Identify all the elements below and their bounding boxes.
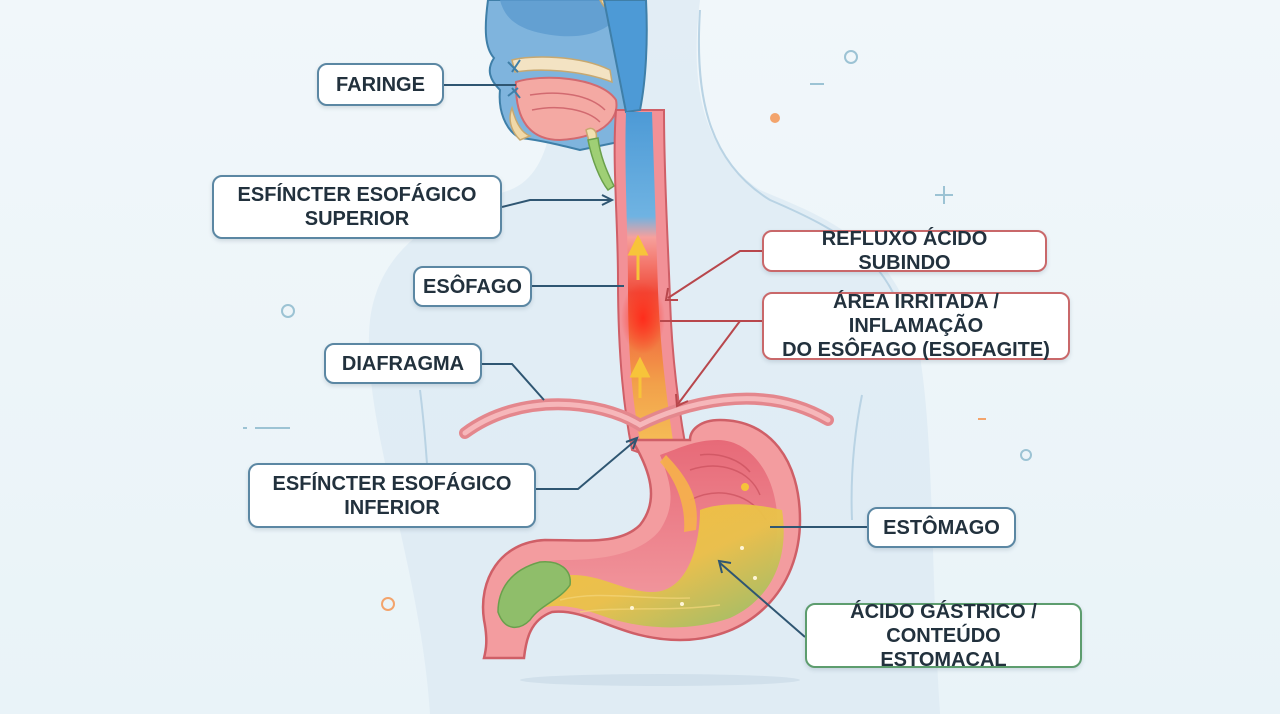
deco-circle [844,50,858,64]
reflux-arrows [627,234,651,398]
leader-inflamacao-2 [677,320,741,405]
label-faringe: FARINGE [317,63,444,106]
leader-eei [536,439,637,490]
leader-refluxo [667,250,762,299]
label-esfincter-superior: ESFÍNCTER ESOFÁGICO SUPERIOR [212,175,502,239]
leader-lines [444,84,867,638]
label-diafragma: DIAFRAGMA [324,343,482,384]
leader-ees [501,199,610,208]
label-refluxo: REFLUXO ÁCIDO SUBINDO [762,228,1047,274]
label-esfincter-inferior: ESFÍNCTER ESOFÁGICO INFERIOR [248,463,536,528]
deco-circle [381,597,395,611]
label-estomago: ESTÔMAGO [867,507,1016,548]
deco-plus [935,186,953,204]
leader-acido [719,562,806,638]
label-esofago: ESÔFAGO [413,266,532,307]
label-acido-gastrico: ÁCIDO GÁSTRICO / CONTEÚDO ESTOMACAL [805,601,1082,671]
label-inflamacao: ÁREA IRRITADA / INFLAMAÇÃO DO ESÔFAGO (E… [762,291,1070,361]
deco-circle [281,304,295,318]
deco-circle [1020,449,1032,461]
inflamed-area [621,282,665,354]
neck-outline [697,9,909,341]
pharynx-lumen [602,0,648,114]
leader-diafragma [482,363,545,401]
shoulder-outline-right [850,394,863,521]
deco-dot [770,113,780,123]
